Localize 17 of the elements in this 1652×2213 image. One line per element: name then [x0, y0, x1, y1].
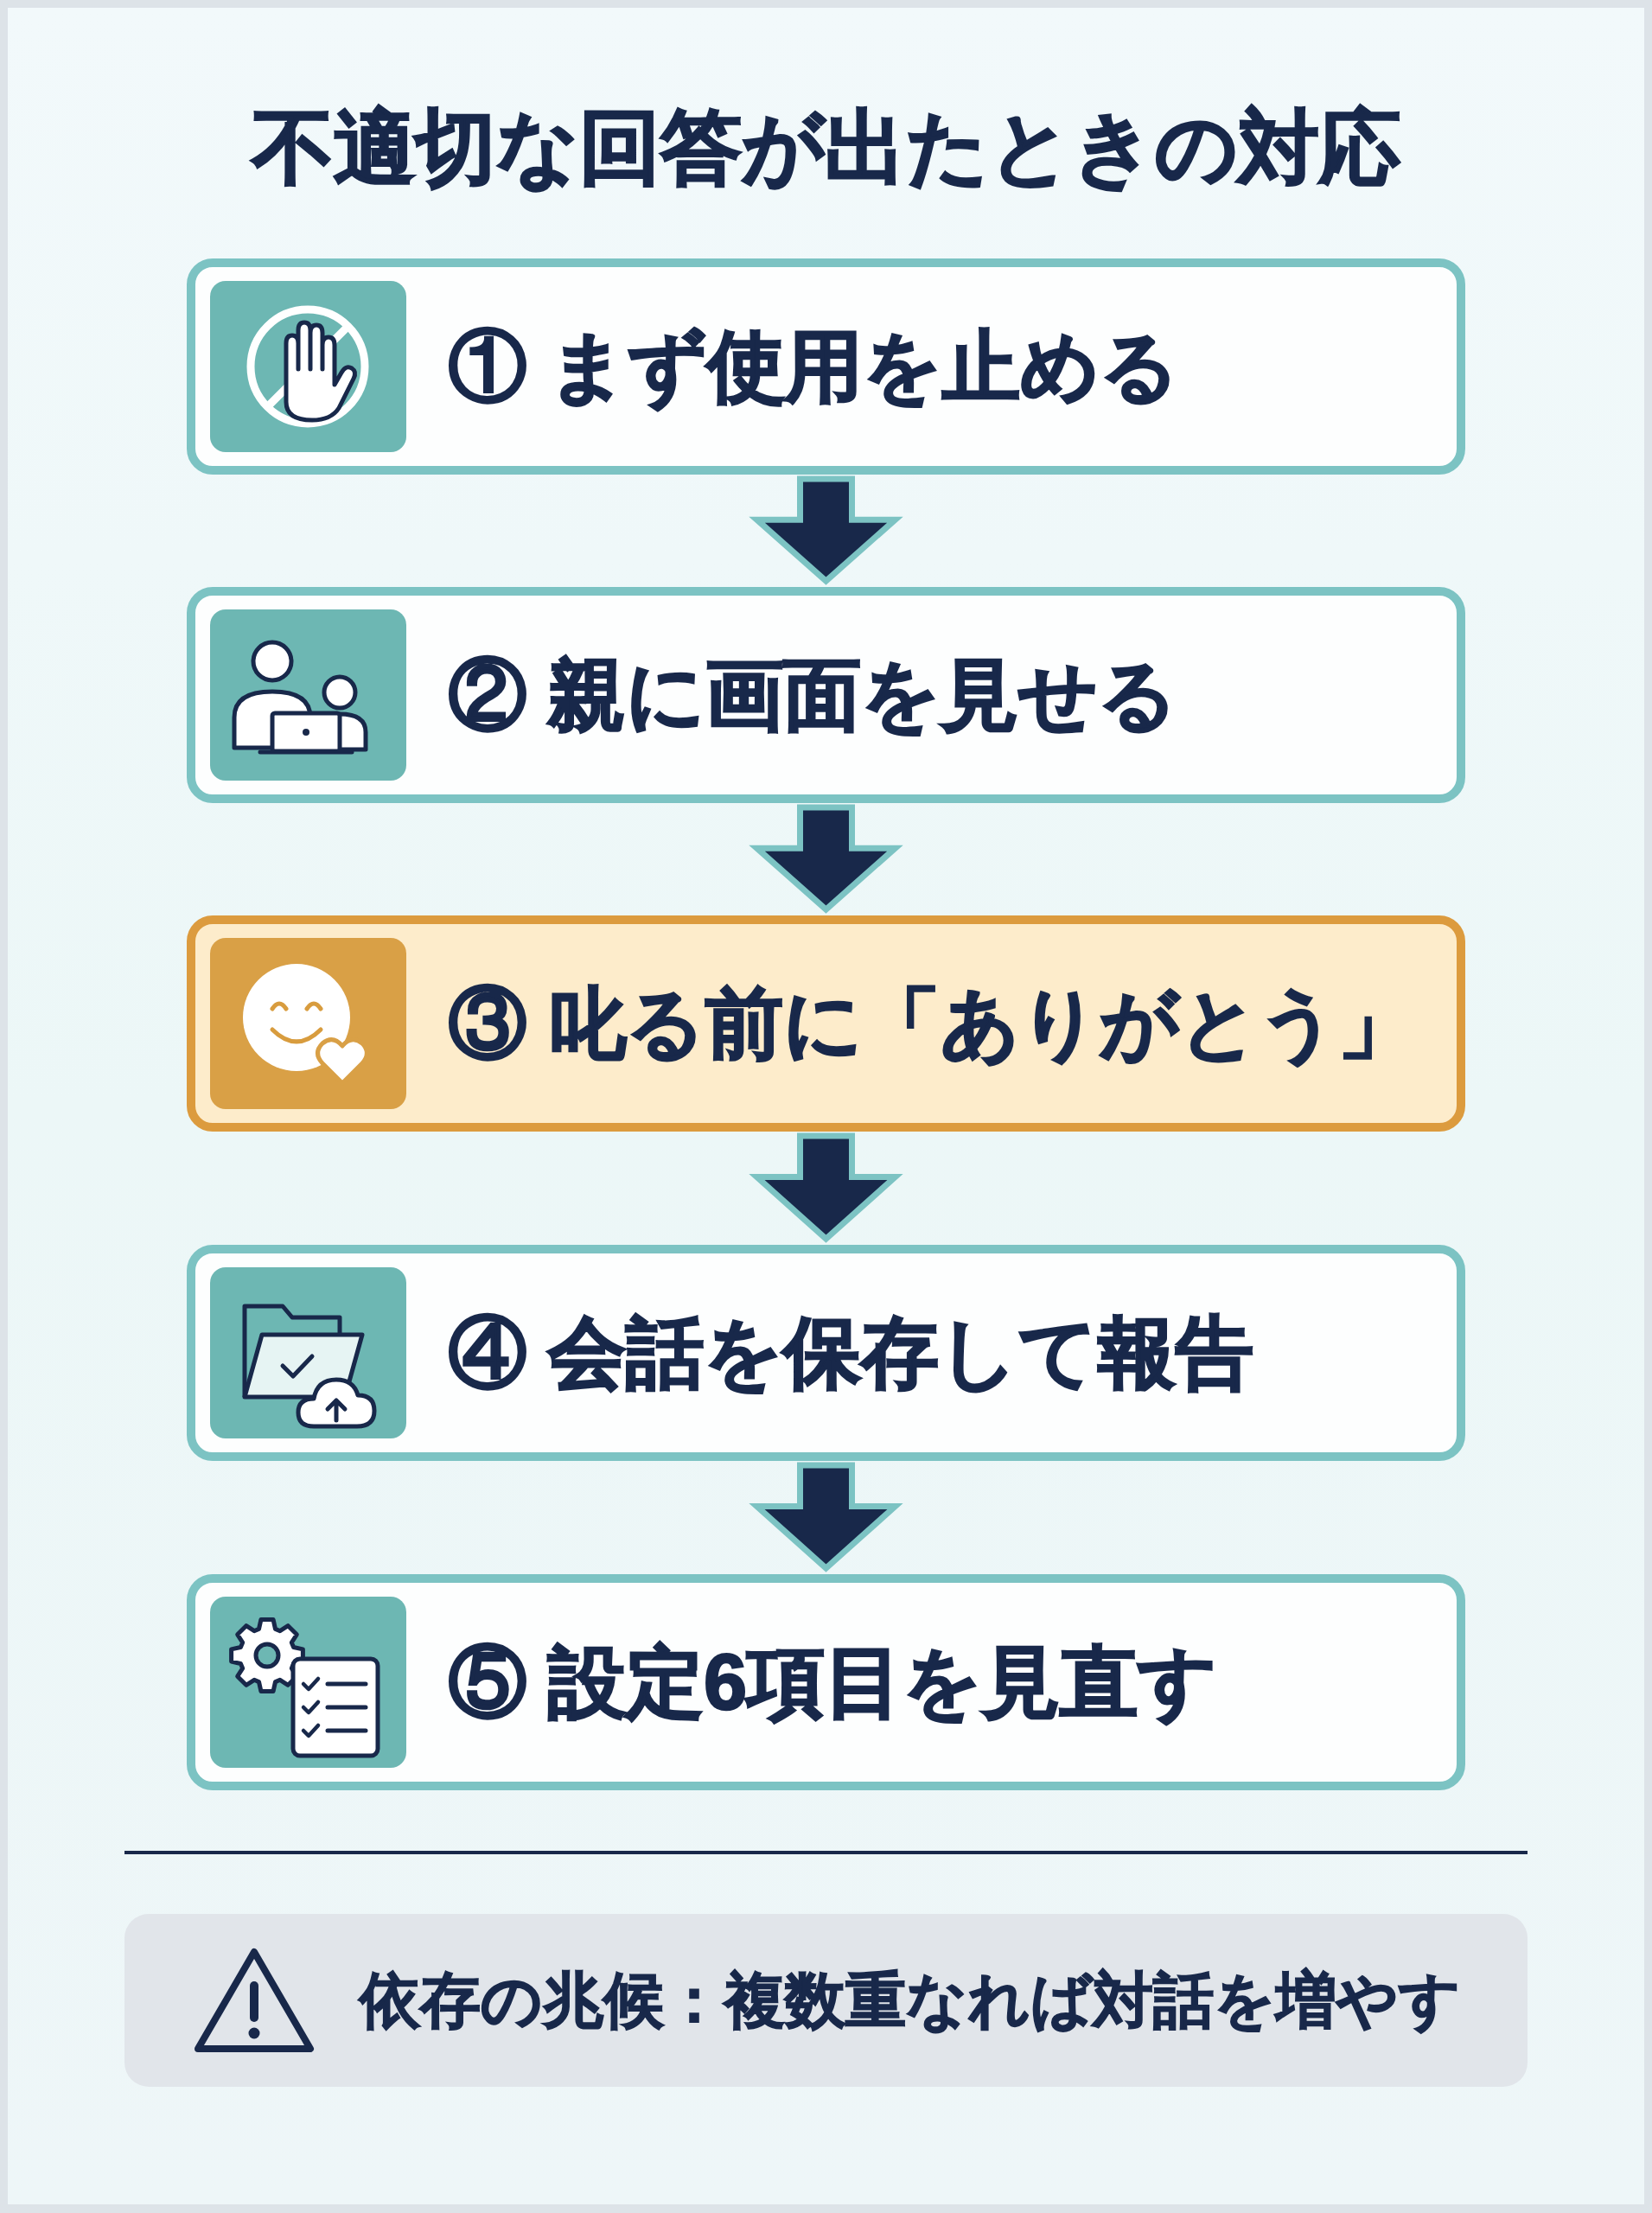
step-box [187, 258, 1465, 475]
note-text: 依存の兆候：複数重なれば対話を増やす [360, 1966, 1461, 2036]
note-box [124, 1914, 1528, 2087]
step-text: ③ 叱る前に「ありがとう」 [449, 979, 1416, 1068]
step-text: ④ 会話を保存して報告 [449, 1309, 1253, 1398]
step-box [187, 587, 1465, 803]
step-box [187, 1574, 1465, 1790]
step-box [187, 915, 1465, 1132]
step-text: ② 親に画面を見せる [449, 651, 1177, 740]
title: 不適切な回答が出たときの対応 [250, 101, 1401, 195]
arrow [749, 475, 903, 585]
step-text: ⑤ 設定6項目を見直す [449, 1638, 1218, 1727]
step-box [187, 1245, 1465, 1461]
arrow [749, 804, 903, 914]
step-text: ① まず使用を止める [449, 322, 1179, 412]
arrow [749, 1462, 903, 1572]
arrow [749, 1132, 903, 1243]
